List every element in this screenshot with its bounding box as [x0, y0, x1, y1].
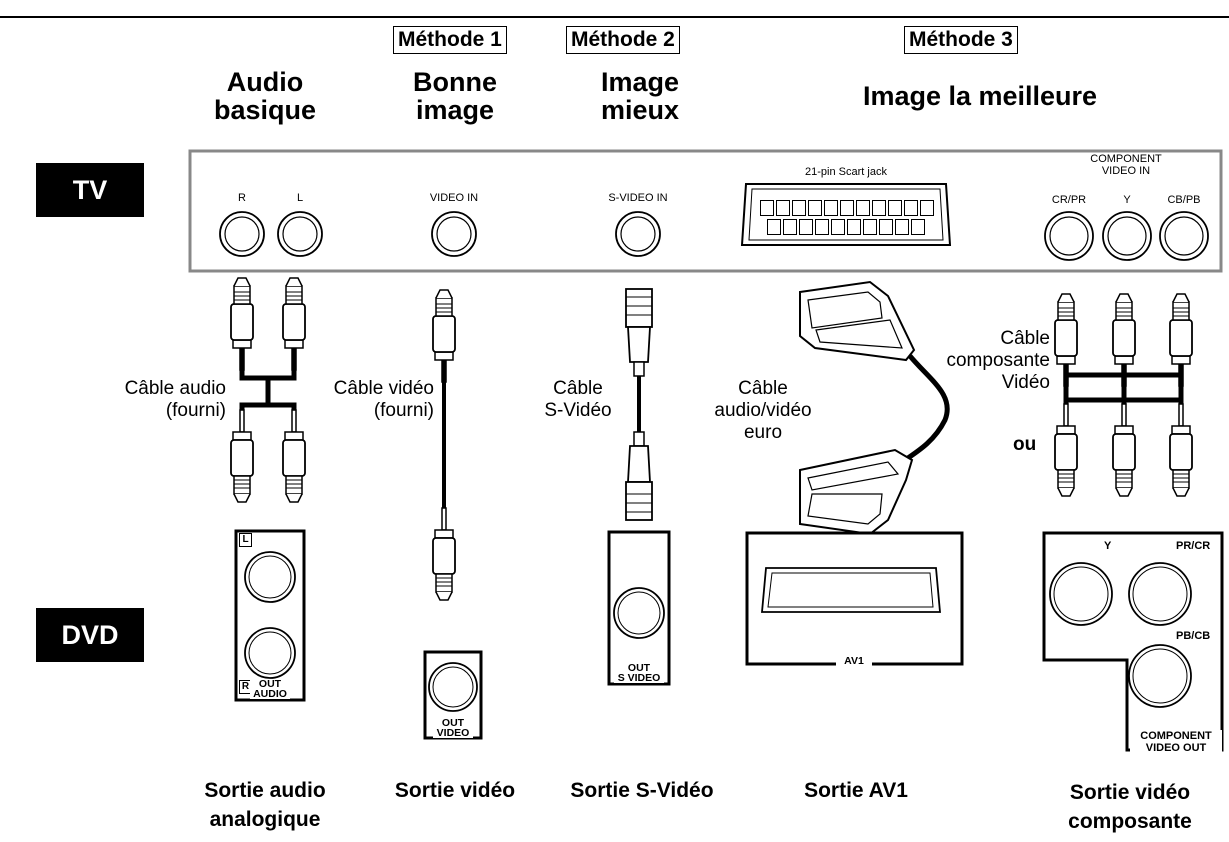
dvd-out-audio-label: OUT AUDIO	[250, 679, 290, 699]
dvd-component-out-label: COMPONENT VIDEO OUT	[1130, 730, 1222, 754]
output-av1-caption: Sortie AV1	[804, 779, 908, 802]
output-component-caption: Sortie vidéo composante	[1068, 781, 1192, 833]
component-cable-label: Câble composante Vidéo	[946, 328, 1050, 393]
svideo-cable-label: Câble S-Vidéo	[544, 378, 612, 421]
output-svideo-caption: Sortie S-Vidéo	[570, 779, 714, 802]
tv-cb-pb-label: CB/PB	[1167, 194, 1201, 206]
tv-scart-jack	[740, 183, 952, 246]
dvd-l-label: L	[239, 533, 252, 547]
dvd-out-video-label: OUT VIDEO	[433, 718, 473, 738]
method-3-label: Méthode 3	[904, 26, 1018, 54]
method-1-label: Méthode 1	[393, 26, 507, 54]
method-2-label: Méthode 2	[566, 26, 680, 54]
tv-cr-pr-label: CR/PR	[1051, 194, 1087, 206]
dvd-pr-cr-label: PR/CR	[1176, 540, 1211, 552]
header-method-3: Image la meilleure	[862, 81, 1098, 111]
video-cable-label: Câble vidéo (fourni)	[333, 378, 434, 421]
scart-plug-top	[799, 280, 916, 362]
top-rule	[0, 16, 1229, 18]
tv-video-in-label: VIDEO IN	[429, 192, 479, 204]
dvd-pb-cb-label: PB/CB	[1176, 630, 1211, 642]
tv-r-label: R	[238, 192, 246, 204]
scart-plug-bottom	[799, 448, 914, 536]
tv-l-label: L	[296, 192, 304, 204]
tv-scart-label: 21-pin Scart jack	[805, 166, 887, 178]
header-audio: Audio basique	[213, 67, 317, 125]
dvd-out-svideo-label: OUT S VIDEO	[614, 663, 664, 683]
tv-component-in-label: COMPONENT VIDEO IN	[1090, 153, 1162, 177]
dvd-label: DVD	[36, 608, 144, 662]
output-video-caption: Sortie vidéo	[394, 779, 516, 802]
dvd-y-label: Y	[1104, 540, 1112, 552]
euro-cable-label: Câble audio/vidéo euro	[714, 378, 812, 443]
output-audio-caption: Sortie audio analogique	[204, 779, 326, 831]
audio-cable-label: Câble audio (fourni)	[124, 378, 226, 421]
tv-svideo-in-label: S-VIDEO IN	[608, 192, 668, 204]
header-method-1: Bonne image	[413, 67, 497, 125]
dvd-av1-label: AV1	[836, 656, 872, 666]
tv-label: TV	[36, 163, 144, 217]
header-method-2: Image mieux	[600, 67, 680, 125]
tv-y-label: Y	[1123, 194, 1131, 206]
tv-scart-pins	[758, 200, 938, 235]
or-label: ou	[1013, 434, 1037, 455]
